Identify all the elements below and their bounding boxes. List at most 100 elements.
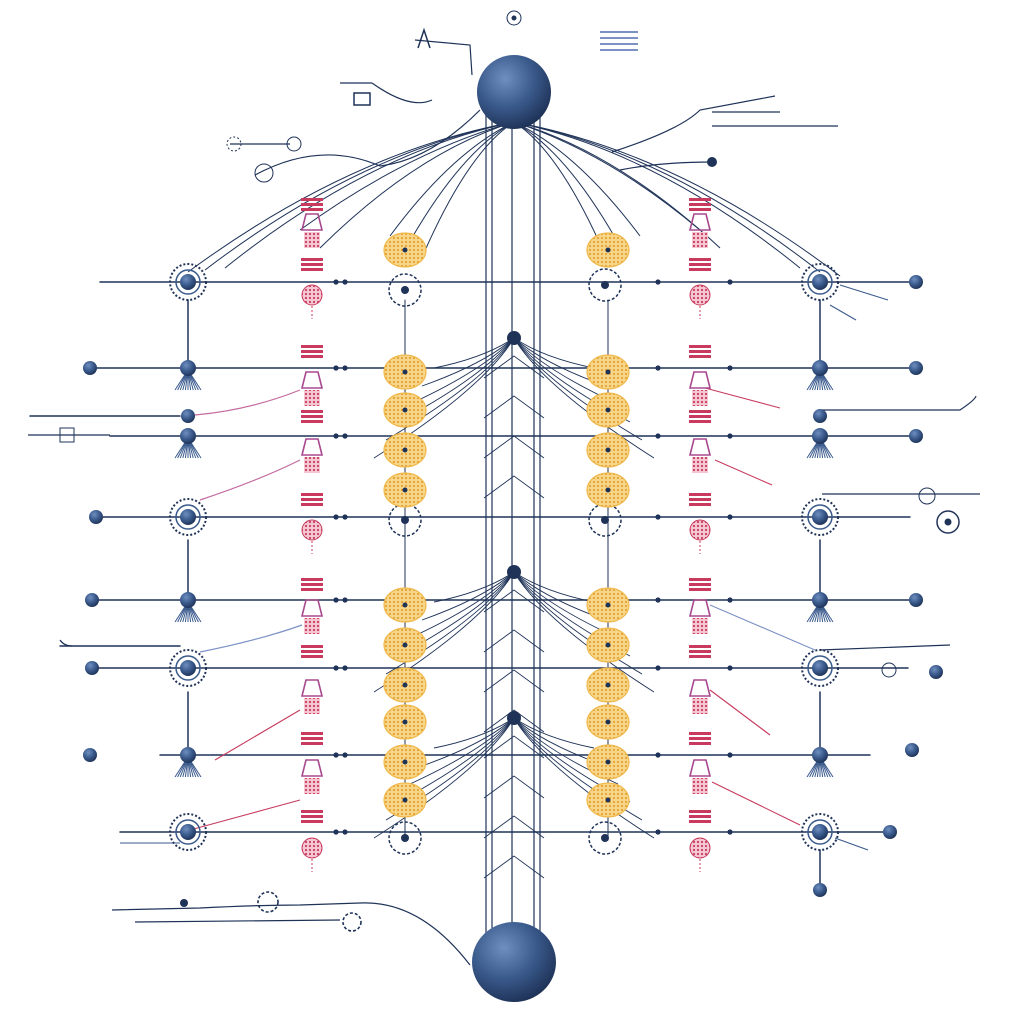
cluster-core [402,407,408,413]
end-dot [85,593,99,607]
circle-icon [881,662,897,678]
gear-ring-icon [169,649,207,687]
fan-line [513,121,701,231]
gear-ring-icon [801,263,839,301]
tag-body [301,837,323,859]
gear-ring [175,819,201,845]
tag-grid [304,390,320,406]
bar-stack-icon [689,732,711,745]
leader-line [839,284,889,301]
bar [301,203,323,206]
gear-ring [175,655,201,681]
joint-dot [727,433,733,439]
node-layer [59,10,960,932]
tag-outline [688,438,712,456]
brush-core [812,747,828,763]
fan-line [419,121,515,263]
bar [301,258,323,261]
bar [689,732,711,735]
brush-core [812,360,828,376]
cluster-core [605,759,611,765]
bar-stack-icon [689,410,711,423]
bar [301,742,323,745]
gold-cluster-icon [383,744,427,780]
fan-line [433,717,515,749]
cluster-core [605,407,611,413]
leader-line [189,799,301,831]
bar [301,263,323,266]
gear-core [180,509,196,525]
end-dot [707,157,717,167]
tag-outline [688,679,712,697]
end-dot [83,748,97,762]
brush-core [180,360,196,376]
tag-grid [692,457,708,473]
bar-stack-icon [301,410,323,423]
bar [689,198,711,201]
chevron-line [483,709,545,733]
gold-cluster-icon [586,667,630,703]
bar [689,498,711,501]
ring-core [601,516,609,524]
leader-line [194,389,301,416]
fan-line [389,121,515,237]
cluster-core [605,719,611,725]
gear-core [812,274,828,290]
cluster-core [402,719,408,725]
joint-dot [655,279,661,285]
gold-cluster-icon [586,782,630,818]
leader-line [199,624,303,653]
tag-glyph-icon [688,599,712,634]
bar [301,415,323,418]
chevron-line [483,735,545,759]
target-core [944,518,952,526]
bar-stack-icon [301,345,323,358]
brush-core [180,428,196,444]
joint-dot [342,365,348,371]
fan-line [409,571,515,639]
bar [301,268,323,271]
bar [689,583,711,586]
tag-grid [692,698,708,714]
chevron-line [483,355,545,379]
bar [301,815,323,818]
bar [301,498,323,501]
tag-glyph-icon [688,759,712,794]
leader-line [834,837,869,851]
dashed-ring-icon [388,503,422,537]
bar [301,493,323,496]
chevron-line [483,629,545,653]
end-dot [909,429,923,443]
tag-outline [300,679,324,697]
joint-dot [727,279,733,285]
gold-cluster-icon [383,667,427,703]
cluster-core [402,759,408,765]
tag-grid [692,778,708,794]
leader-line [214,709,301,761]
ring [388,273,422,307]
joint-dot [333,665,339,671]
tag-outline [688,759,712,777]
joint-dot [333,433,339,439]
tag-outline [688,371,712,389]
bar [301,655,323,658]
bar-stack-icon [689,810,711,823]
filament-brush-icon [806,747,834,778]
tag-outline [300,599,324,617]
tag-glyph-icon [300,679,324,714]
cluster-core [402,682,408,688]
ring [588,503,622,537]
gear-core [812,824,828,840]
tag-glyph-icon [300,599,324,634]
leader-line [829,304,857,321]
round-tag-icon [301,837,323,872]
tag-glyph-icon [688,371,712,406]
bar [689,268,711,271]
end-dot [813,883,827,897]
filament-brush-icon [174,360,202,391]
joint-dot [655,829,661,835]
gear-core [180,274,196,290]
bar [301,410,323,413]
gear-icon [257,891,279,913]
tag-grid [692,232,708,248]
